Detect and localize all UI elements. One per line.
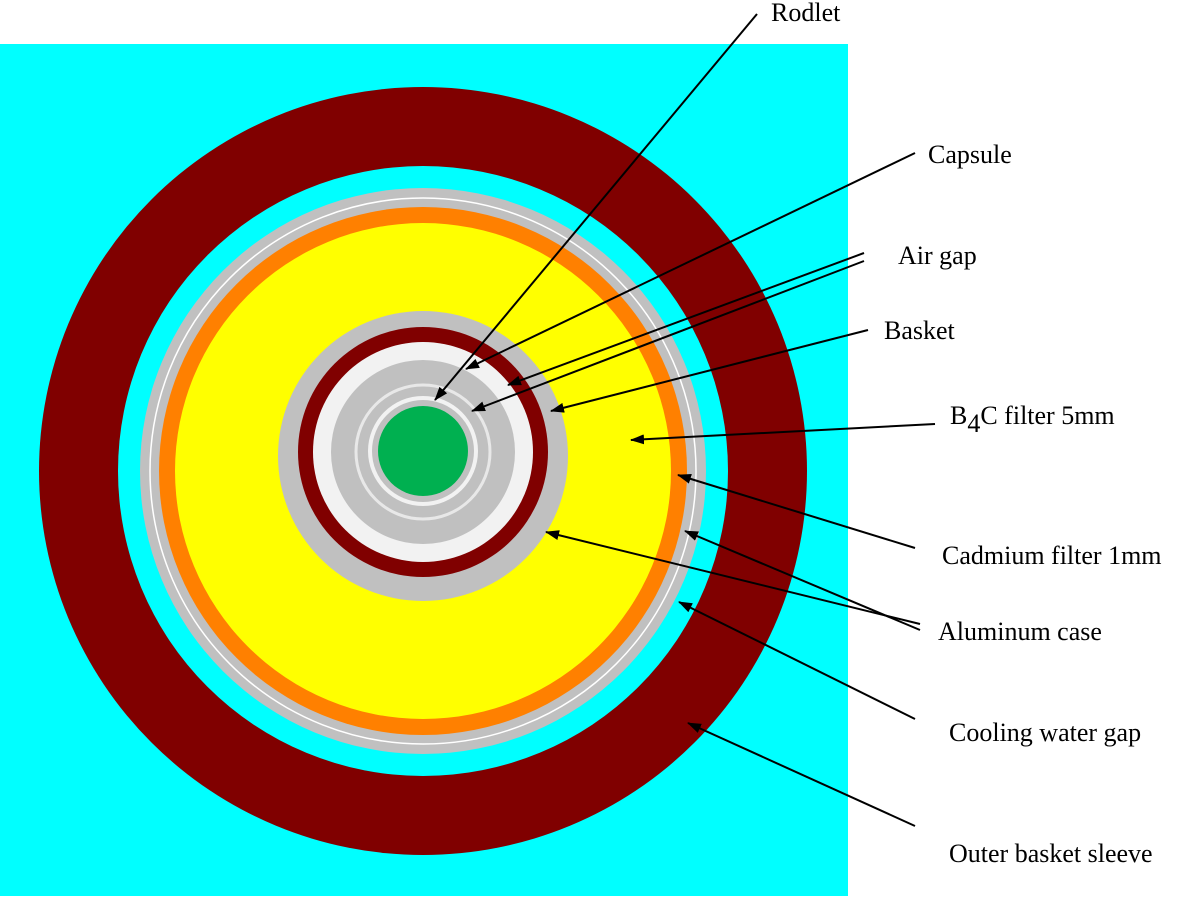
leader-outer-sleeve (687, 722, 916, 827)
leader-rodlet (434, 13, 758, 401)
label-cadmium-filter: Cadmium filter 1mm (942, 541, 1162, 570)
label-b4c-rest: C filter 5mm (980, 401, 1114, 430)
label-aluminum-case: Aluminum case (938, 617, 1102, 646)
aluminum-case-outer-line (149, 197, 697, 745)
label-rodlet: Rodlet (771, 0, 841, 27)
label-cooling-water-gap: Cooling water gap (949, 718, 1141, 747)
leader-air-gap-2 (471, 260, 865, 412)
label-b4c-subscript: 4 (967, 409, 980, 438)
rodlet-core (378, 406, 468, 496)
label-basket: Basket (884, 316, 956, 345)
label-outer-basket-sleeve: Outer basket sleeve (949, 839, 1153, 868)
label-air-gap: Air gap (898, 241, 977, 270)
leader-aluminum-2 (684, 530, 921, 631)
leader-capsule (465, 152, 916, 370)
leader-basket (550, 329, 869, 413)
leader-b4c (630, 423, 936, 445)
leader-cooling-water (678, 601, 916, 720)
leader-cadmium (677, 474, 916, 549)
leader-aluminum-1 (545, 530, 921, 625)
leader-air-gap-1 (507, 252, 865, 386)
label-capsule: Capsule (928, 140, 1012, 169)
label-b4c-b: B (950, 401, 967, 430)
label-b4c-filter: B4C filter 5mm (950, 401, 1115, 438)
